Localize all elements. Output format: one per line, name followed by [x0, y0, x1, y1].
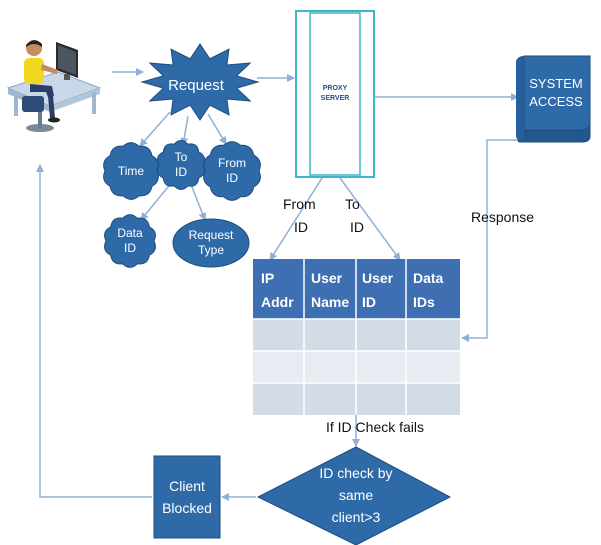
arrow-toid-to-dataid	[140, 181, 173, 221]
time-label: Time	[118, 164, 145, 178]
connectors	[36, 68, 556, 501]
id-check-node: ID check by same client>3	[256, 446, 452, 545]
system-access-node: SYSTEM ACCESS	[516, 55, 591, 143]
to-id-label-2: ID	[175, 165, 187, 179]
edge-to-label-1: To	[345, 196, 360, 212]
system-label-1: SYSTEM	[529, 76, 582, 91]
table-header-username-2: Name	[311, 294, 349, 310]
user-at-computer-icon	[6, 40, 102, 132]
request-node: Request	[140, 43, 260, 121]
edge-from-label-1: From	[283, 196, 316, 212]
edge-response-label: Response	[471, 209, 534, 225]
time-node: Time	[103, 142, 159, 200]
request-type-node: Request Type	[172, 218, 250, 268]
arrow-system-to-table-response	[461, 132, 556, 342]
table-header-username-1: User	[311, 270, 343, 286]
data-id-node: Data ID	[104, 214, 156, 268]
request-type-label-1: Request	[189, 228, 234, 242]
data-id-label-2: ID	[124, 241, 136, 255]
system-label-2: ACCESS	[529, 94, 583, 109]
table-header-ip-2: Addr	[261, 294, 294, 310]
proxy-label-2: SERVER	[321, 95, 350, 102]
proxy-label-1: PROXY	[323, 85, 348, 92]
proxy-server-node: PROXY SERVER	[295, 10, 375, 178]
edge-from-label-2: ID	[294, 219, 308, 235]
arrow-toid-to-requesttype	[189, 181, 207, 221]
table-header-userid-1: User	[362, 270, 394, 286]
id-check-label-3: client>3	[332, 509, 381, 525]
request-type-label-2: Type	[198, 243, 224, 257]
id-check-label-2: same	[339, 487, 373, 503]
data-id-label-1: Data	[117, 226, 143, 240]
edge-if-fails-label: If ID Check fails	[326, 419, 424, 435]
to-id-label-1: To	[175, 150, 188, 164]
data-table: IP Addr User Name User ID Data IDs	[253, 259, 460, 415]
table-header-userid-2: ID	[362, 294, 376, 310]
edge-to-label-2: ID	[350, 219, 364, 235]
arrow-blocked-to-user	[36, 164, 152, 498]
arrow-proxy-to-table-right	[339, 177, 401, 261]
arrow-request-to-fromid	[207, 113, 227, 145]
request-label: Request	[168, 77, 225, 94]
arrow-request-to-toid	[180, 115, 189, 146]
table-header-dataids-1: Data	[413, 270, 444, 286]
from-id-node: From ID	[203, 141, 261, 201]
arrow-request-to-time	[139, 111, 171, 147]
client-blocked-label-1: Client	[169, 478, 205, 494]
from-id-label-1: From	[218, 156, 246, 170]
id-check-label-1: ID check by	[319, 465, 392, 481]
table-header-dataids-2: IDs	[413, 294, 435, 310]
client-blocked-label-2: Blocked	[162, 500, 212, 516]
arrow-proxy-to-table-left	[269, 177, 323, 261]
to-id-node: To ID	[156, 140, 206, 190]
from-id-label-2: ID	[226, 171, 238, 185]
client-blocked-node: Client Blocked	[153, 455, 221, 539]
table-header-ip-1: IP	[261, 270, 274, 286]
edge-labels: From ID To ID Response If ID Check fails	[283, 196, 534, 435]
